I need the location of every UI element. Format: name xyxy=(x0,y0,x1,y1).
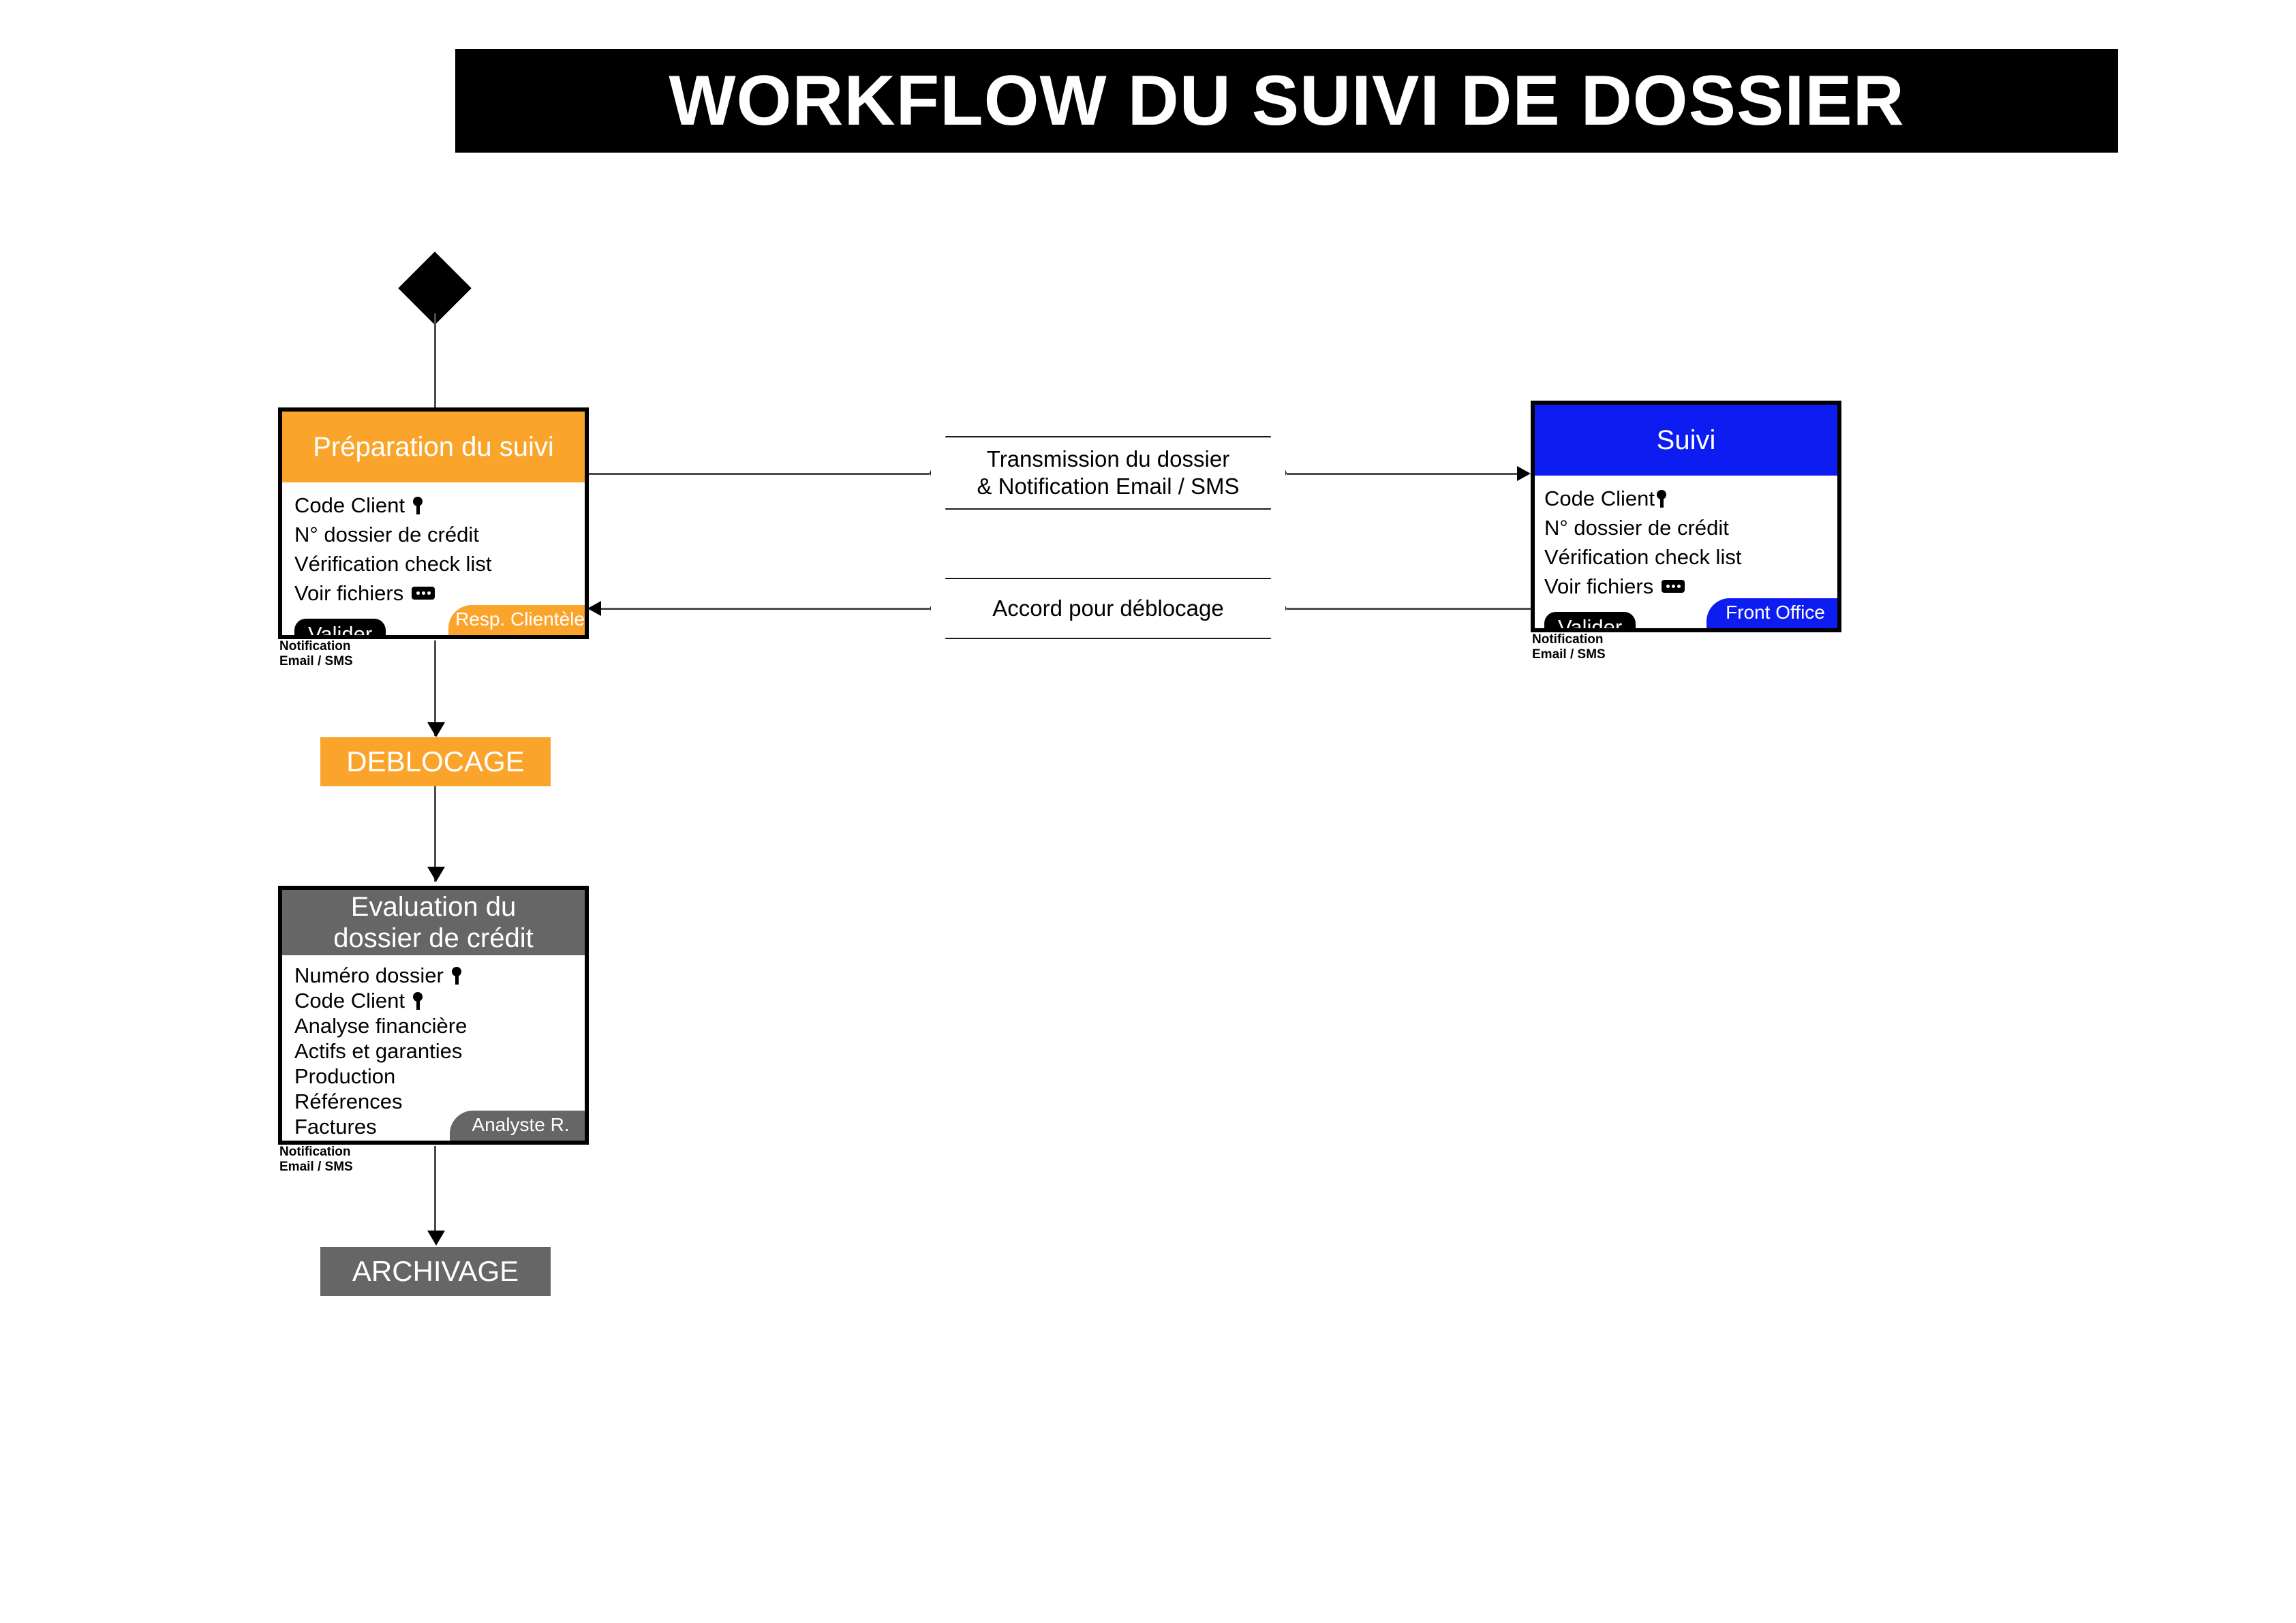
field-label: Numéro dossier xyxy=(294,963,444,987)
field-label: Voir fichiers xyxy=(1544,574,1654,598)
note-suivi: Notification Email / SMS xyxy=(1532,632,1606,662)
connector-accord-to-preparation xyxy=(600,608,930,610)
card-preparation-body: Code Client N° dossier de crédit Vérific… xyxy=(282,482,585,635)
field-label: Code Client xyxy=(294,989,405,1013)
field-label: Vérification check list xyxy=(1544,545,1742,569)
card-preparation-title: Préparation du suivi xyxy=(313,431,554,462)
key-icon xyxy=(451,966,461,985)
card-preparation[interactable]: Préparation du suivi Code Client N° doss… xyxy=(278,407,589,639)
field-label: N° dossier de crédit xyxy=(1544,516,1729,540)
field-label: Code Client xyxy=(294,493,405,517)
field-code-client[interactable]: Code Client xyxy=(1544,488,1837,509)
field-code-client[interactable]: Code Client xyxy=(294,495,585,516)
more-icon[interactable] xyxy=(412,587,435,600)
key-icon xyxy=(412,496,423,514)
message-accord-label: Accord pour déblocage xyxy=(992,596,1224,621)
connector-deblocage-to-evaluation xyxy=(434,786,436,882)
card-evaluation-header: Evaluation du dossier de crédit xyxy=(282,890,585,955)
stage-deblocage-label: DEBLOCAGE xyxy=(346,745,525,777)
connector-evaluation-to-archivage xyxy=(434,1146,436,1241)
message-transmission: Transmission du dossier & Notification E… xyxy=(930,436,1287,510)
card-suivi-title: Suivi xyxy=(1656,424,1716,455)
field-voir-fichiers[interactable]: Voir fichiers xyxy=(1544,576,1837,597)
field-label: N° dossier de crédit xyxy=(294,523,479,546)
arrow-into-suivi xyxy=(1517,466,1531,481)
card-suivi-body: Code Client N° dossier de crédit Vérific… xyxy=(1535,476,1837,628)
role-tab-label: Resp. Clientèle xyxy=(455,608,585,630)
field-label: Production xyxy=(294,1064,396,1088)
field-label: Voir fichiers xyxy=(294,581,404,605)
field-verification-checklist[interactable]: Vérification check list xyxy=(294,553,585,574)
field-label: Analyse financière xyxy=(294,1014,468,1038)
card-preparation-header: Préparation du suivi xyxy=(282,412,585,482)
stage-deblocage[interactable]: DEBLOCAGE xyxy=(320,737,551,786)
connector-suivi-to-accord xyxy=(1287,608,1531,610)
arrow-into-archivage xyxy=(427,1231,445,1246)
role-tab-front-office: Front Office xyxy=(1706,598,1837,628)
field-verification-checklist[interactable]: Vérification check list xyxy=(1544,546,1837,568)
card-evaluation-title: Evaluation du dossier de crédit xyxy=(333,891,534,953)
stage-archivage-label: ARCHIVAGE xyxy=(352,1255,519,1287)
card-evaluation-body: Numéro dossier Code Client Analyse finan… xyxy=(282,955,585,1141)
connector-start-to-preparation xyxy=(434,313,436,409)
role-tab-resp-clientele: Resp. Clientèle xyxy=(448,605,585,635)
field-numero-dossier-credit[interactable]: N° dossier de crédit xyxy=(1544,517,1837,538)
field-label: Actifs et garanties xyxy=(294,1039,463,1063)
field-label: Factures xyxy=(294,1115,377,1139)
card-suivi-header: Suivi xyxy=(1535,405,1837,476)
field-code-client[interactable]: Code Client xyxy=(294,990,585,1011)
arrow-into-deblocage xyxy=(427,722,445,737)
arrow-into-evaluation xyxy=(427,867,445,882)
note-evaluation: Notification Email / SMS xyxy=(279,1145,353,1174)
key-icon xyxy=(412,991,423,1010)
field-numero-dossier-credit[interactable]: N° dossier de crédit xyxy=(294,524,585,545)
field-analyse-financiere[interactable]: Analyse financière xyxy=(294,1015,585,1036)
validate-button[interactable]: Valider xyxy=(1544,612,1636,628)
field-actifs-et-garanties[interactable]: Actifs et garanties xyxy=(294,1040,585,1062)
field-label: Code Client xyxy=(1544,486,1655,510)
field-numero-dossier[interactable]: Numéro dossier xyxy=(294,965,585,986)
message-transmission-label: Transmission du dossier & Notification E… xyxy=(977,446,1240,499)
role-tab-label: Analyste R. xyxy=(472,1114,570,1135)
note-preparation: Notification Email / SMS xyxy=(279,639,353,668)
connector-transmission-to-suivi xyxy=(1287,473,1517,475)
page-title-banner: WORKFLOW DU SUIVI DE DOSSIER xyxy=(455,49,2118,153)
page-title: WORKFLOW DU SUIVI DE DOSSIER xyxy=(669,61,1905,140)
arrow-into-preparation xyxy=(587,601,601,616)
field-label: Références xyxy=(294,1089,403,1113)
validate-button[interactable]: Valider xyxy=(294,619,386,635)
key-icon xyxy=(1656,489,1666,508)
field-production[interactable]: Production xyxy=(294,1066,585,1087)
field-label: Vérification check list xyxy=(294,552,492,576)
field-references[interactable]: Références xyxy=(294,1091,585,1112)
field-voir-fichiers[interactable]: Voir fichiers xyxy=(294,583,585,604)
stage-archivage[interactable]: ARCHIVAGE xyxy=(320,1247,551,1296)
role-tab-label: Front Office xyxy=(1726,602,1825,623)
more-icon[interactable] xyxy=(1662,580,1685,593)
card-evaluation[interactable]: Evaluation du dossier de crédit Numéro d… xyxy=(278,886,589,1145)
role-tab-analyste: Analyste R. xyxy=(450,1111,585,1141)
field-factures[interactable]: Factures xyxy=(294,1116,585,1137)
card-suivi[interactable]: Suivi Code Client N° dossier de crédit V… xyxy=(1531,401,1841,632)
connector-preparation-to-transmission xyxy=(589,473,930,475)
connector-preparation-to-deblocage xyxy=(434,640,436,736)
message-accord: Accord pour déblocage xyxy=(930,578,1287,639)
